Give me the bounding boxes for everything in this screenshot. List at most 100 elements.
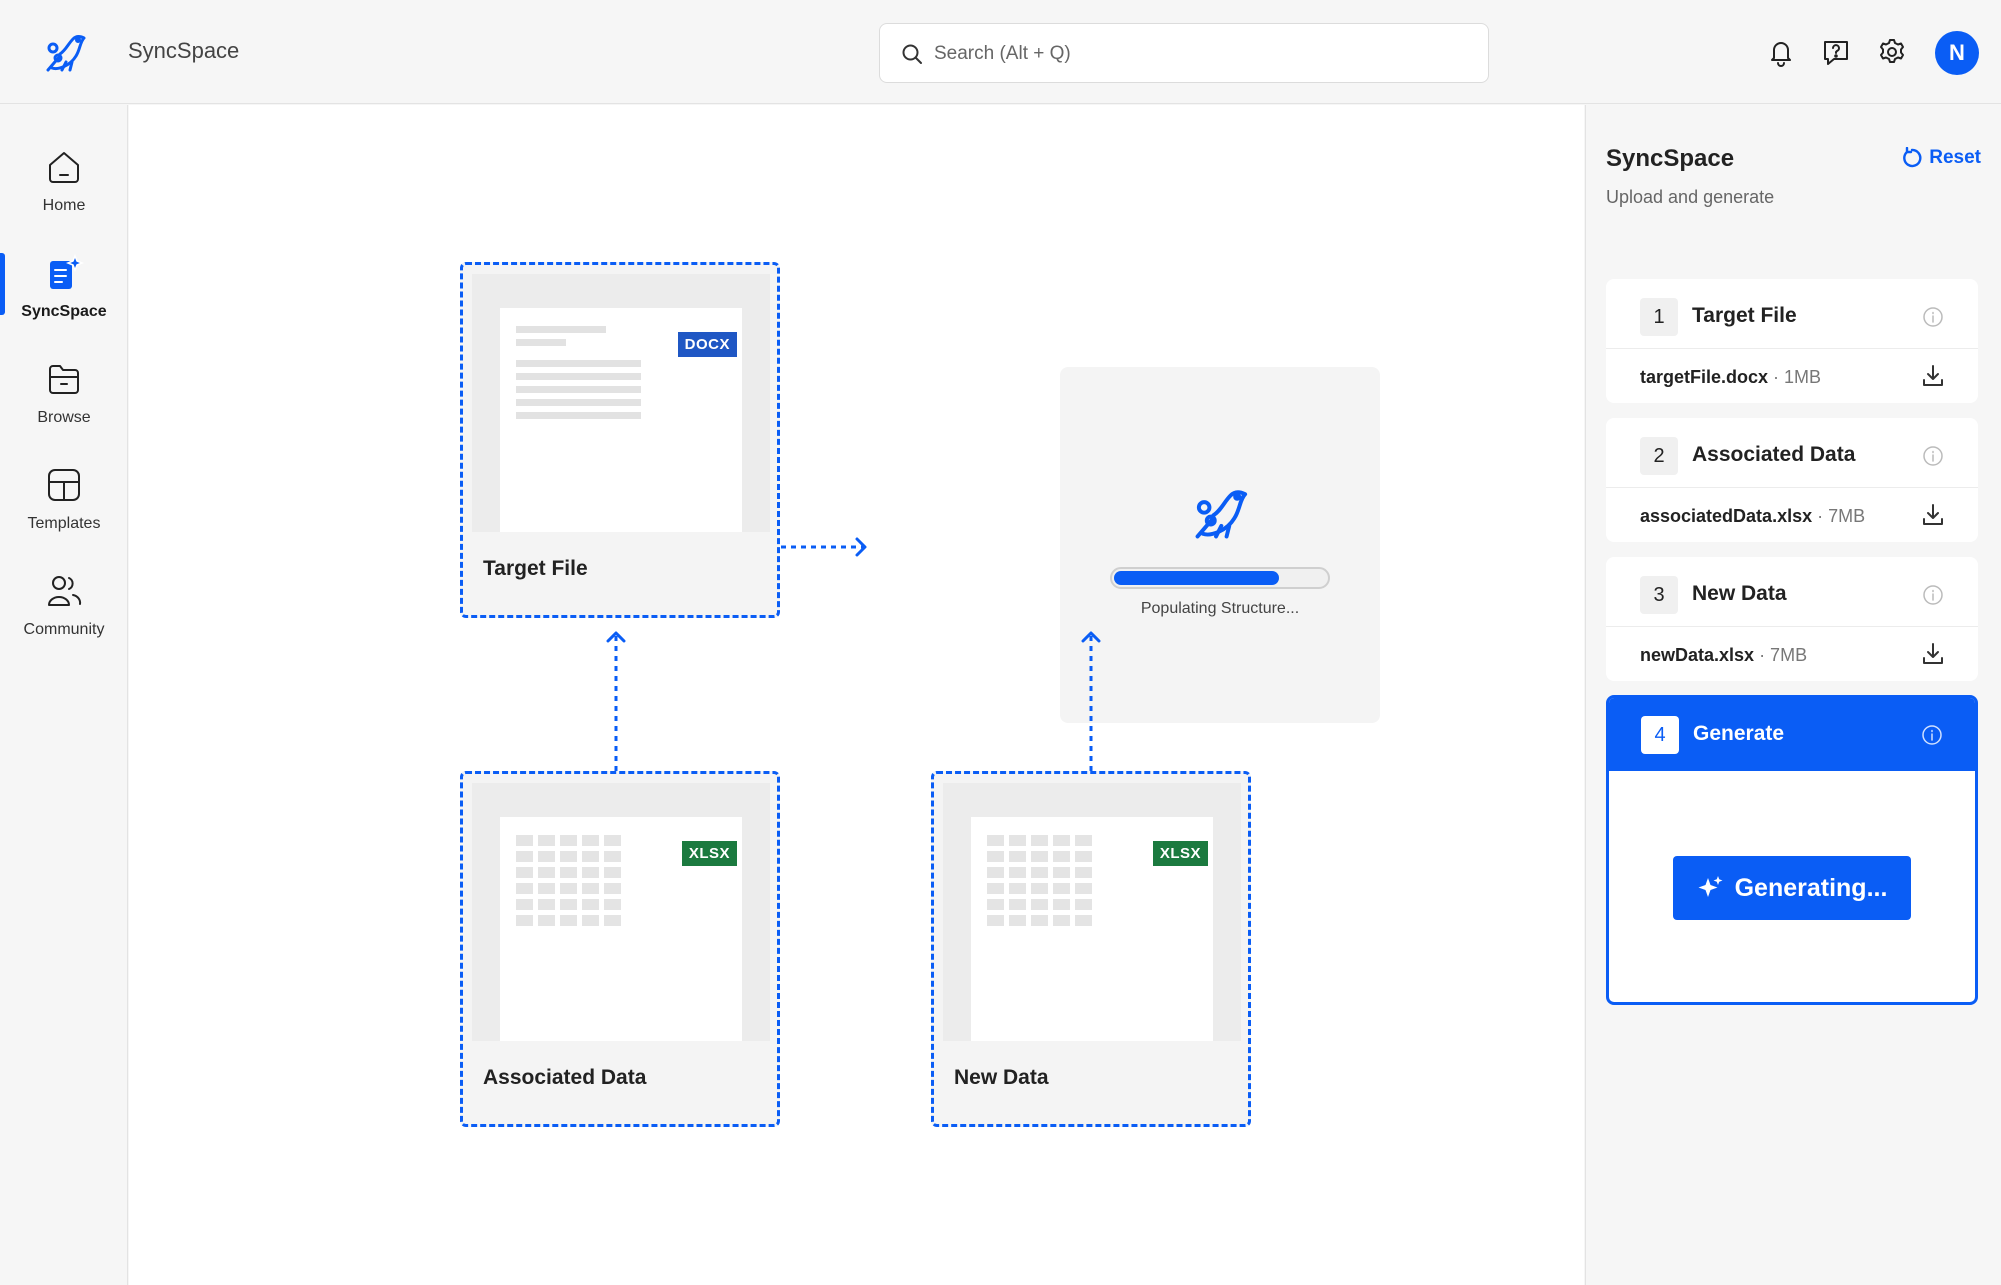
spreadsheet-cell (582, 851, 599, 862)
step-title: Generate (1693, 722, 1785, 745)
top-header: SyncSpace N (0, 0, 2001, 104)
spreadsheet-cell (604, 867, 621, 878)
spreadsheet-cell (987, 835, 1004, 846)
right-panel: SyncSpace Upload and generate Reset 1 Ta… (1585, 105, 2001, 1285)
app-name: SyncSpace (128, 38, 240, 63)
spreadsheet-cell (560, 883, 577, 894)
sidebar-item-templates[interactable]: Templates (0, 465, 128, 555)
spreadsheet-preview: XLSX (472, 783, 770, 1041)
target-file-card[interactable]: DOCX Target File (460, 262, 780, 618)
spreadsheet-cell (1031, 883, 1048, 894)
step-title: Target File (1692, 304, 1797, 327)
spreadsheet-cell (560, 851, 577, 862)
sidebar-item-label: Community (23, 621, 105, 638)
info-icon[interactable] (1922, 306, 1944, 328)
spreadsheet-cell (560, 899, 577, 910)
info-icon[interactable] (1922, 445, 1944, 467)
sidebar-item-home[interactable]: Home (0, 147, 128, 237)
step-new-data: 3 New Data newData.xlsx · 7MB (1606, 557, 1978, 681)
spreadsheet-cell (582, 915, 599, 926)
info-icon[interactable] (1921, 724, 1943, 746)
info-icon[interactable] (1922, 584, 1944, 606)
sparkle-icon (1698, 876, 1723, 897)
spreadsheet-cell (1075, 867, 1092, 878)
file-name: newData.xlsx (1640, 645, 1755, 665)
spreadsheet-cell (604, 851, 621, 862)
connector-arrow-up (1081, 631, 1101, 771)
spreadsheet-cell (1075, 883, 1092, 894)
processing-status: Populating Structure... (1140, 600, 1300, 617)
spreadsheet-cell (582, 883, 599, 894)
step-header: 4 Generate (1609, 698, 1975, 771)
spreadsheet-cell (582, 835, 599, 846)
panel-title: SyncSpace (1606, 145, 1735, 172)
step-header: 1 Target File (1606, 279, 1978, 349)
download-icon[interactable] (1920, 502, 1946, 528)
spreadsheet-cell (538, 851, 555, 862)
progress-fill (1114, 571, 1279, 585)
step-title: Associated Data (1692, 443, 1856, 466)
sidebar-item-browse[interactable]: Browse (0, 359, 128, 449)
file-size: · 7MB (1754, 645, 1808, 665)
spreadsheet-cell (560, 835, 577, 846)
spreadsheet-cell (1031, 867, 1048, 878)
spreadsheet-cell (1009, 899, 1026, 910)
help-chat-icon[interactable] (1820, 36, 1852, 68)
bird-logo-icon[interactable] (40, 30, 90, 76)
new-data-card[interactable]: XLSX New Data (931, 771, 1251, 1127)
bell-icon[interactable] (1765, 36, 1797, 68)
spreadsheet-cell (1053, 851, 1070, 862)
download-icon[interactable] (1920, 641, 1946, 667)
step-header: 2 Associated Data (1606, 418, 1978, 488)
spreadsheet-cell (538, 915, 555, 926)
spreadsheet-cell (1031, 851, 1048, 862)
file-name: targetFile.docx (1640, 367, 1769, 387)
step-associated-data: 2 Associated Data associatedData.xlsx · … (1606, 418, 1978, 542)
download-icon[interactable] (1920, 363, 1946, 389)
spreadsheet-cell (582, 899, 599, 910)
workflow-canvas: DOCX Target File Populating Structure...… (129, 105, 1584, 1285)
file-info: associatedData.xlsx · 7MB (1640, 506, 1865, 527)
card-label: Associated Data (483, 1066, 647, 1089)
step-generate: 4 Generate Generating... (1606, 695, 1978, 1005)
xlsx-badge: XLSX (681, 841, 737, 866)
document-page (500, 308, 742, 532)
spreadsheet-cell (1075, 835, 1092, 846)
active-nav-indicator (0, 253, 5, 315)
step-number: 4 (1641, 716, 1679, 754)
spreadsheet-cell (538, 899, 555, 910)
spreadsheet-cell (516, 883, 533, 894)
spreadsheet-cell (1053, 835, 1070, 846)
spreadsheet-cell (1009, 867, 1026, 878)
spreadsheet-cell (604, 899, 621, 910)
file-info: newData.xlsx · 7MB (1640, 645, 1807, 666)
connector-arrow-right (781, 537, 867, 557)
spreadsheet-cell (987, 883, 1004, 894)
reset-button[interactable]: Reset (1901, 147, 1981, 169)
spreadsheet-cell (582, 867, 599, 878)
spreadsheet-cell (987, 851, 1004, 862)
generate-button[interactable]: Generating... (1673, 856, 1911, 920)
search-input[interactable] (934, 36, 1464, 72)
spreadsheet-cell (1075, 915, 1092, 926)
spreadsheet-page (971, 817, 1213, 1041)
step-title: New Data (1692, 582, 1787, 605)
sidebar-item-label: Home (42, 197, 86, 214)
card-label: Target File (483, 557, 588, 580)
connector-arrow-up (606, 631, 626, 771)
file-info: targetFile.docx · 1MB (1640, 367, 1821, 388)
bird-logo-icon (1195, 490, 1248, 539)
spreadsheet-cell (1031, 835, 1048, 846)
syncspace-icon (50, 253, 84, 289)
gear-icon[interactable] (1876, 36, 1908, 68)
spreadsheet-cell (516, 915, 533, 926)
sidebar-item-syncspace[interactable]: SyncSpace (0, 253, 128, 343)
spreadsheet-cell (560, 915, 577, 926)
search-box[interactable] (879, 23, 1489, 83)
associated-data-card[interactable]: XLSX Associated Data (460, 771, 780, 1127)
processing-card: Populating Structure... (1060, 367, 1380, 723)
users-icon (48, 576, 82, 606)
user-avatar[interactable]: N (1935, 31, 1979, 75)
sidebar-item-community[interactable]: Community (0, 571, 128, 661)
spreadsheet-cell (1053, 899, 1070, 910)
